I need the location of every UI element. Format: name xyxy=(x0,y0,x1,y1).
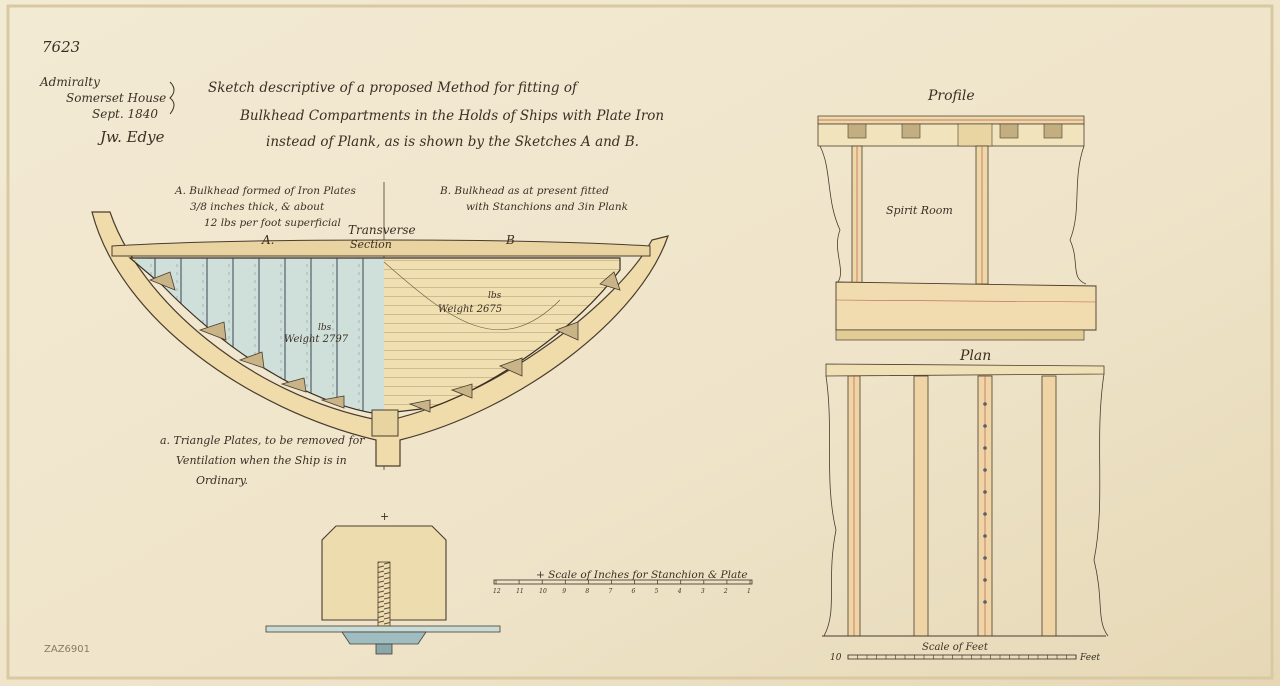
beam-end-2 xyxy=(901,123,921,139)
plan-top-beam xyxy=(825,363,1105,377)
plan-rivet xyxy=(983,402,987,406)
origin-line-1: Admiralty xyxy=(39,75,100,89)
room-label: Spirit Room xyxy=(886,204,953,217)
section-title-line-1: Transverse xyxy=(348,223,416,237)
plan-member-4 xyxy=(1041,375,1057,637)
inch-scale-tick-label: 1 xyxy=(747,588,751,595)
deck-beam xyxy=(111,239,651,257)
inch-scale-tick-label: 11 xyxy=(516,588,524,595)
note-a-line-3: 12 lbs per foot superficial xyxy=(204,217,341,229)
inch-scale-bar xyxy=(493,579,753,585)
profile-floor-red xyxy=(835,299,1097,303)
profile-keel-strip xyxy=(835,329,1085,341)
plan-rivet xyxy=(983,424,987,428)
plan-rivet xyxy=(983,512,987,516)
plan-rivet xyxy=(983,446,987,450)
plan-rivet xyxy=(983,468,987,472)
origin-line-2: Somerset House xyxy=(66,91,166,105)
inch-scale-tick-label: 3 xyxy=(701,588,705,595)
signature: Jw. Edye xyxy=(97,128,165,146)
profile-break-right xyxy=(1069,145,1087,285)
inch-scale-tick-label: 9 xyxy=(562,588,566,595)
inch-scale-tick-label: 8 xyxy=(585,588,589,595)
beam-end-1 xyxy=(847,123,867,139)
beam-end-4 xyxy=(1043,123,1063,139)
plan-rivet xyxy=(983,534,987,538)
profile-view: Profile Spirit Room xyxy=(817,88,1097,341)
note-triangle-line-3: Ordinary. xyxy=(196,474,248,487)
inch-scale: + Scale of Inches for Stanchion & Plate … xyxy=(493,569,753,595)
plan-break-right xyxy=(1093,373,1109,637)
plan-rivet xyxy=(983,578,987,582)
weight-b: Weight 2675 xyxy=(438,304,502,315)
plan-title: Plan xyxy=(959,348,991,364)
plan-rivet xyxy=(983,556,987,560)
washer xyxy=(341,631,427,645)
note-b-line-1: B. Bulkhead as at present fitted xyxy=(439,185,609,197)
profile-break-left xyxy=(819,145,841,283)
paper-edge xyxy=(6,4,1274,680)
plan-break-left xyxy=(823,375,837,637)
title-line-3: instead of Plank, as is shown by the Ske… xyxy=(266,134,639,150)
inch-scale-ticks: 12 11 10 9 8 7 6 5 4 3 2 1 xyxy=(493,580,751,595)
inch-scale-tick-label: 12 xyxy=(493,588,501,595)
beam-end-3 xyxy=(999,123,1019,139)
floor-timbers-a xyxy=(148,271,345,409)
note-triangle-line-2: Ventilation when the Ship is in xyxy=(176,454,347,467)
note-triangle-line-1: a. Triangle Plates, to be removed for xyxy=(160,434,365,447)
title-line-1: Sketch descriptive of a proposed Method … xyxy=(208,80,579,96)
inch-scale-tick-label: 4 xyxy=(677,588,682,595)
floor-timbers-b xyxy=(408,271,621,413)
weight-b-unit: lbs xyxy=(488,291,502,301)
detail-marker: + xyxy=(380,510,389,523)
feet-scale-label: Scale of Feet xyxy=(922,642,989,653)
stanchion-detail: + xyxy=(265,510,501,655)
section-title-line-2: Section xyxy=(350,238,392,251)
note-a-line-1: A. Bulkhead formed of Iron Plates xyxy=(174,185,356,197)
bolt-nut xyxy=(375,643,393,655)
plan-view: Plan xyxy=(822,348,1109,637)
bolt-thread xyxy=(377,561,391,627)
inch-scale-tick-label: 6 xyxy=(632,588,636,595)
label-a: A. xyxy=(261,233,274,247)
plan-rivet xyxy=(983,600,987,604)
reference-code: ZAZ6901 xyxy=(44,644,90,655)
iron-plate-strip xyxy=(265,625,501,633)
origin-line-3: Sept. 1840 xyxy=(92,107,158,121)
hull-shell xyxy=(91,211,669,467)
label-b: B xyxy=(505,233,515,247)
weight-a: Weight 2797 xyxy=(284,334,349,345)
weight-a-unit: lbs xyxy=(318,323,332,333)
inch-scale-tick-label: 2 xyxy=(723,588,728,595)
feet-scale: Scale of Feet 10 Feet xyxy=(830,642,1100,663)
diagonal-rib xyxy=(383,261,561,330)
plan-rivet xyxy=(983,490,987,494)
keelson xyxy=(371,409,399,437)
plan-member-2 xyxy=(913,375,929,637)
feet-scale-ticks xyxy=(847,655,1077,659)
hold-outline xyxy=(128,257,621,415)
title-line-2: Bulkhead Compartments in the Holds of Sh… xyxy=(239,108,664,124)
inch-scale-tick-label: 7 xyxy=(608,588,612,595)
note-a-line-2: 3/8 inches thick, & about xyxy=(190,201,325,213)
beam-centre xyxy=(957,123,993,147)
catalog-number: 7623 xyxy=(42,38,80,56)
inch-scale-tick-label: 5 xyxy=(655,588,659,595)
feet-scale-right: Feet xyxy=(1079,653,1100,663)
plan-rivets xyxy=(983,402,987,604)
note-b-line-2: with Stanchions and 3in Plank xyxy=(466,201,628,213)
inch-scale-label: + Scale of Inches for Stanchion & Plate xyxy=(536,569,748,581)
profile-floor-timber xyxy=(835,281,1097,331)
profile-title: Profile xyxy=(927,88,975,104)
origin-brace xyxy=(169,81,175,115)
feet-scale-left: 10 xyxy=(830,653,842,663)
inch-scale-tick-label: 10 xyxy=(539,588,547,595)
